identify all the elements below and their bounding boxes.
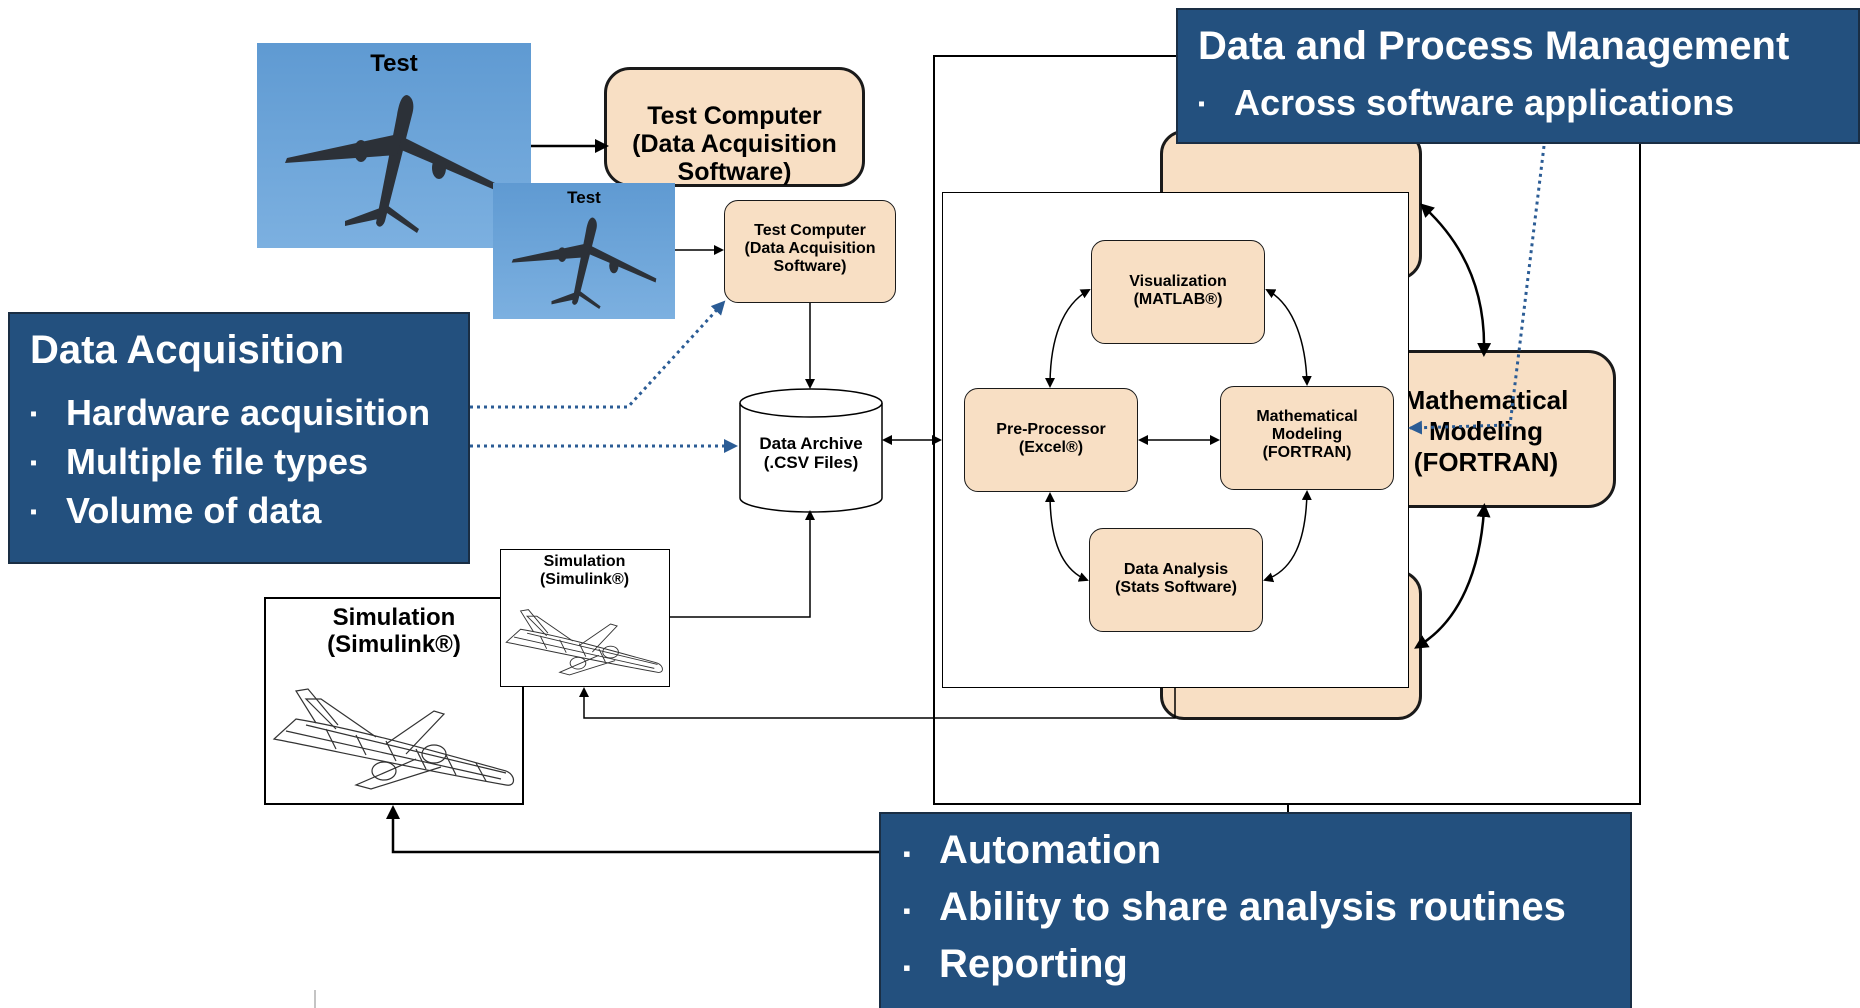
front-test-photo: Test [493,183,675,319]
back-test-photo-label: Test [370,50,418,77]
back-math-modeling-label: Mathematical Modeling (FORTRAN) [1403,385,1569,478]
math-modeling-label: Mathematical Modeling (FORTRAN) [1256,408,1358,461]
callout-data-acquisition-bullet-text: Multiple file types [66,441,369,482]
bullet-icon: ▪ [1198,92,1206,115]
arrow-visualization-to-math [1265,289,1312,386]
callout-data-acquisition-title: Data Acquisition [30,328,345,372]
front-simulation-box: Simulation (Simulink®) [500,549,670,687]
callout-automation-bullet-text: Ability to share analysis routines [939,885,1566,929]
callout-data-acquisition-list: ▪ Hardware acquisition ▪ Multiple file t… [30,388,468,535]
callout-automation-bullet-text: Automation [939,828,1162,872]
dotted-arrow-to-test-computer [470,300,726,409]
callout-data-process-title: Data and Process Management [1198,24,1790,68]
airplane-icon-small [511,217,657,310]
bullet-icon: ▪ [903,955,911,981]
visualization-label: Visualization (MATLAB®) [1129,273,1227,308]
back-arrow-math-to-analysis [1414,503,1491,649]
callout-data-acquisition-bullet: ▪ Multiple file types [30,437,468,486]
bullet-icon: ▪ [903,841,911,867]
data-analysis-node: Data Analysis (Stats Software) [1089,528,1263,632]
front-test-computer-label: Test Computer (Data Acquisition Software… [744,222,876,275]
callout-data-acquisition: Data Acquisition ▪ Hardware acquisition … [8,312,470,564]
wireframe-airplane-icon-small [505,609,663,676]
callout-automation-list: ▪ Automation ▪ Ability to share analysis… [903,822,1630,993]
arrow-simulation-to-archive [670,510,815,618]
callout-data-acquisition-bullet: ▪ Volume of data [30,486,468,535]
arrow-frame-to-simulation [579,687,1176,719]
dotted-arrow-to-math-modeling [1408,145,1546,435]
callout-automation-bullet-text: Reporting [939,942,1128,986]
callout-data-process-list: ▪ Across software applications [1198,82,1858,124]
callout-automation: ▪ Automation ▪ Ability to share analysis… [879,812,1632,1008]
data-analysis-label: Data Analysis (Stats Software) [1115,561,1237,596]
callout-data-process-management: Data and Process Management ▪ Across sof… [1176,8,1860,144]
data-archive-label: Data Archive (.CSV Files) [759,434,863,473]
airplane-icon [285,95,503,233]
back-test-photo: Test [257,43,531,248]
arrow-automation-to-simulation [386,805,880,854]
bullet-icon: ▪ [30,402,38,425]
preprocessor-node: Pre-Processor (Excel®) [964,388,1138,492]
callout-data-process-bullet: ▪ Across software applications [1198,82,1858,124]
arrow-math-to-analysis [1263,490,1312,583]
callout-data-acquisition-bullet-text: Volume of data [66,490,322,531]
arrow-preprocessor-to-analysis [1045,492,1089,582]
bullet-icon: ▪ [30,500,38,523]
front-simulation-label: Simulation (Simulink®) [539,553,630,588]
callout-automation-bullet: ▪ Ability to share analysis routines [903,879,1630,936]
callout-data-acquisition-bullet: ▪ Hardware acquisition [30,388,468,437]
bullet-icon: ▪ [30,451,38,474]
callout-data-process-bullet-text: Across software applications [1234,82,1735,123]
front-test-computer-box: Test Computer (Data Acquisition Software… [724,200,896,303]
callout-automation-bullet: ▪ Automation [903,822,1630,879]
bullet-icon: ▪ [903,898,911,924]
back-arrow-viz-to-math [1419,203,1492,357]
arrow-preprocessor-to-visualization [1045,289,1091,388]
wireframe-airplane-icon [272,688,515,790]
back-simulation-box: Simulation (Simulink®) [264,597,524,805]
callout-automation-bullet: ▪ Reporting [903,936,1630,993]
preprocessor-label: Pre-Processor (Excel®) [996,421,1106,456]
back-test-computer-label: Test Computer (Data Acquisition Software… [632,102,837,186]
front-test-photo-label: Test [567,188,601,207]
visualization-node: Visualization (MATLAB®) [1091,240,1265,344]
callout-data-acquisition-bullet-text: Hardware acquisition [66,392,431,433]
math-modeling-node: Mathematical Modeling (FORTRAN) [1220,386,1394,490]
back-simulation-label: Simulation (Simulink®) [327,604,461,658]
back-test-computer-box: Test Computer (Data Acquisition Software… [604,67,865,187]
